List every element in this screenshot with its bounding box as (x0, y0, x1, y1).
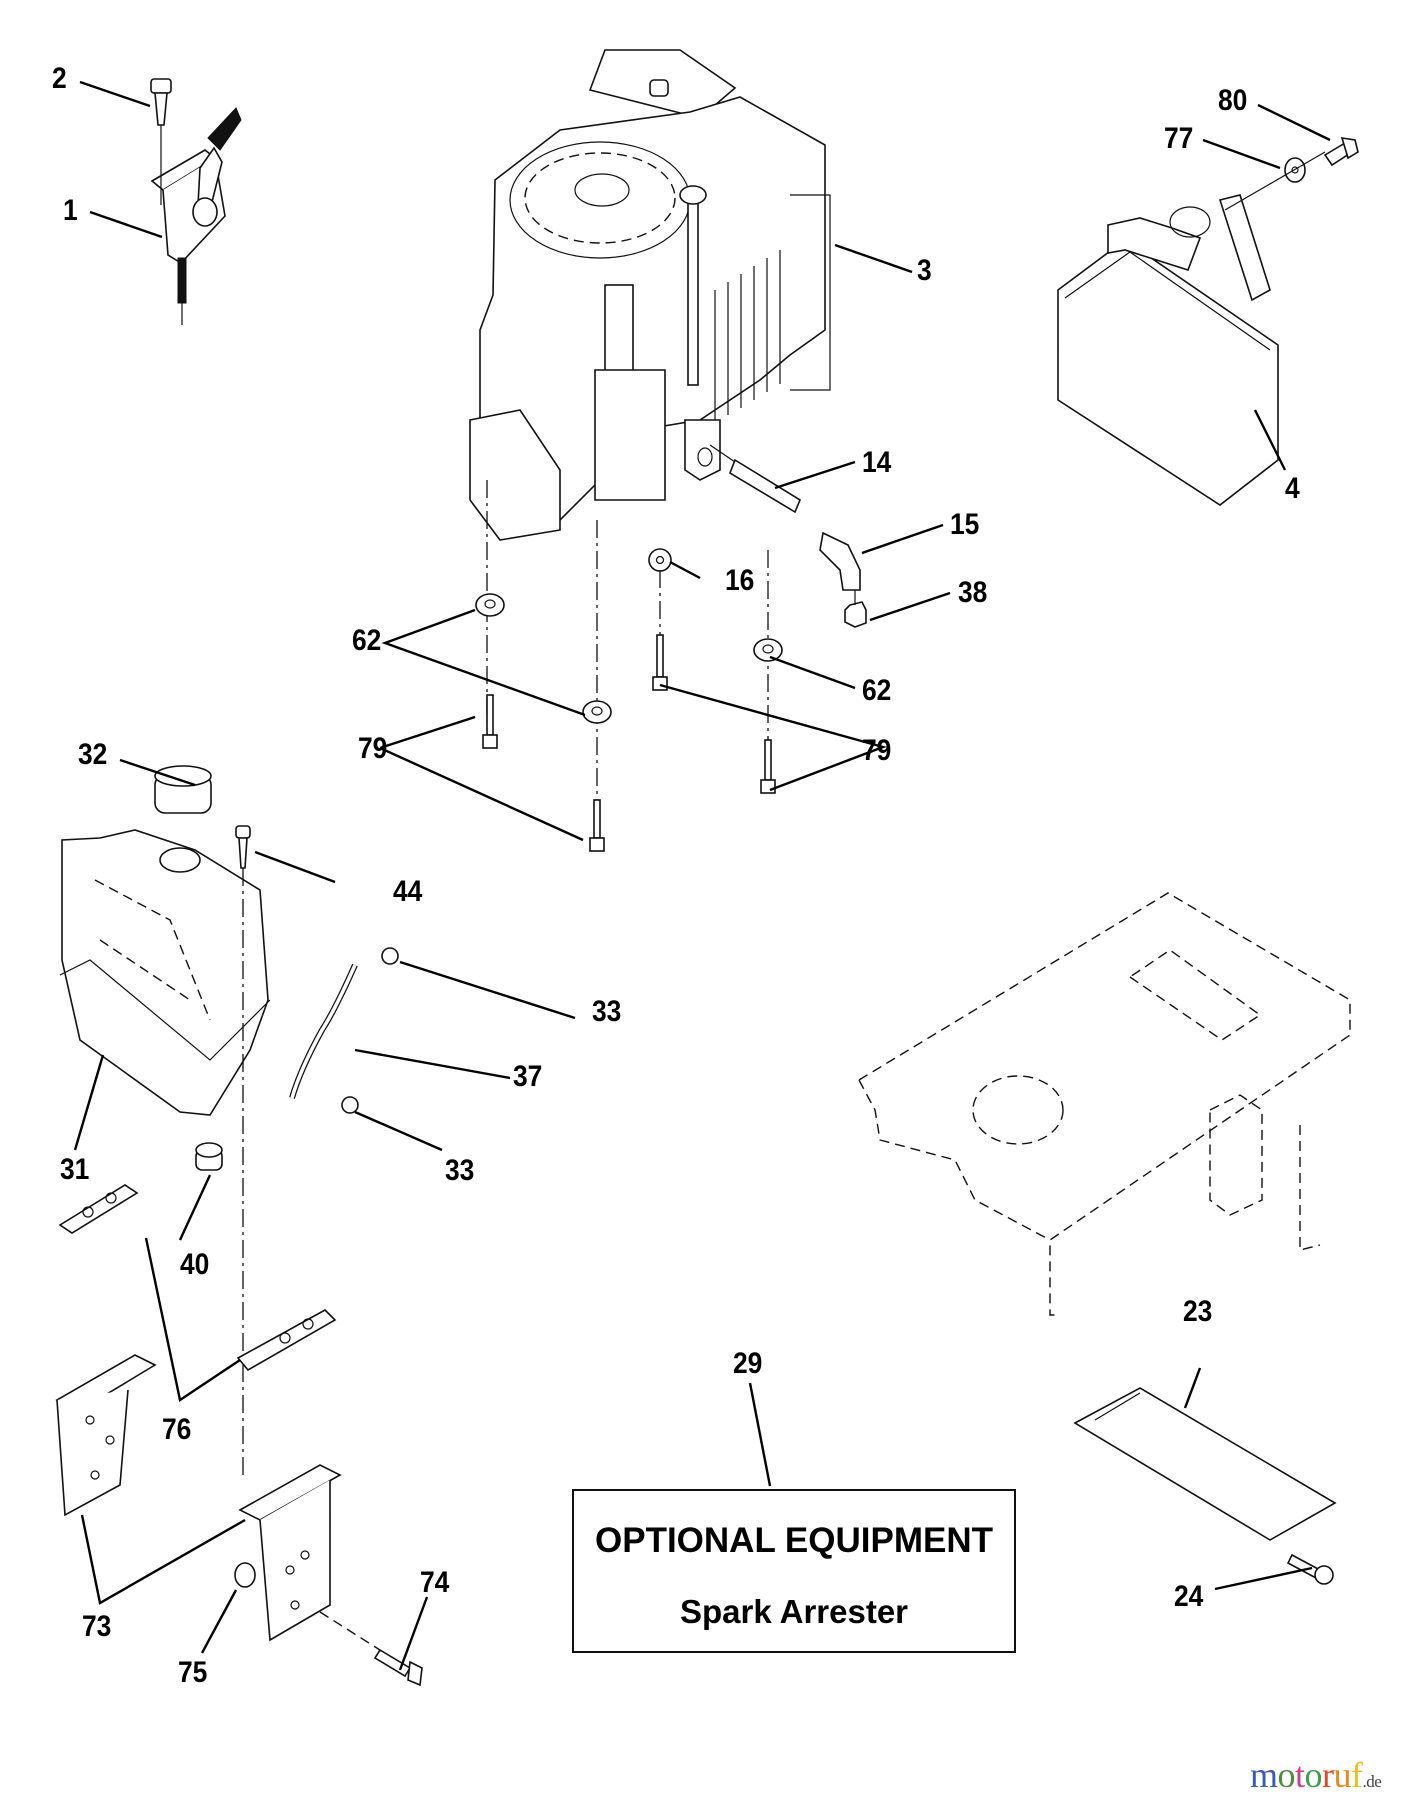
callout-4: 4 (1285, 472, 1300, 505)
callout-33-bottom: 33 (445, 1154, 475, 1187)
throttle-control-part (150, 107, 242, 325)
strap-part (58, 1184, 337, 1372)
callout-80: 80 (1218, 84, 1248, 117)
callout-74: 74 (420, 1566, 450, 1599)
callout-73: 73 (82, 1610, 112, 1643)
note-subtitle: Spark Arrester (679, 1593, 909, 1630)
fuel-cap-part (154, 765, 212, 814)
bolt-79-part (482, 634, 776, 852)
callout-38: 38 (958, 576, 988, 609)
callout-77: 77 (1164, 122, 1194, 155)
screw-24-part (1286, 1553, 1334, 1585)
watermark-letter: o (1304, 1755, 1323, 1795)
fuel-tank-part (59, 829, 271, 1116)
washer-62-part (475, 593, 783, 724)
callout-3: 3 (917, 254, 932, 287)
note-title: OPTIONAL EQUIPMENT (595, 1521, 993, 1560)
leader-lines (73, 80, 1331, 1671)
lock-washer-part (648, 548, 672, 572)
callout-31: 31 (60, 1153, 90, 1186)
frame-reference (858, 892, 1351, 1316)
callout-37: 37 (513, 1060, 543, 1093)
screw-44-part (235, 825, 251, 1480)
callout-29: 29 (733, 1347, 763, 1380)
callout-75: 75 (178, 1656, 208, 1689)
watermark-letter: o (1277, 1755, 1296, 1795)
watermark-letter: m (1250, 1755, 1278, 1795)
callout-16: 16 (725, 564, 755, 597)
callout-62-right: 62 (862, 674, 892, 707)
engine-part (469, 49, 831, 541)
watermark-letter: r (1322, 1755, 1334, 1795)
callout-32: 32 (78, 738, 108, 771)
hose-clamp-part (341, 947, 399, 1114)
callout-79-left: 79 (358, 732, 388, 765)
fuel-line-part (289, 963, 358, 1099)
watermark-suffix: .de (1362, 1772, 1382, 1791)
callout-44: 44 (393, 875, 423, 908)
bolt-80-part (1224, 137, 1359, 211)
callout-23: 23 (1183, 1295, 1213, 1328)
spacer-part (195, 1142, 223, 1171)
nut-38-part (844, 590, 867, 628)
callout-76: 76 (162, 1413, 192, 1446)
watermark-letter: f (1351, 1755, 1363, 1795)
callout-62-left: 62 (352, 624, 382, 657)
muffler-part (1057, 194, 1279, 506)
callout-15: 15 (950, 508, 980, 541)
heat-shield-part (1073, 1387, 1337, 1541)
pipe-nipple-part (709, 444, 802, 514)
optional-equipment-note: OPTIONAL EQUIPMENT Spark Arrester (572, 1489, 1016, 1653)
callout-40: 40 (180, 1248, 210, 1281)
motoruf-watermark: motoruf.de (1250, 1754, 1382, 1796)
elbow-fitting-part (819, 531, 861, 591)
callout-14: 14 (862, 446, 892, 479)
callout-2: 2 (52, 62, 67, 95)
nut-75-part (234, 1562, 256, 1588)
callout-24: 24 (1174, 1580, 1204, 1613)
callout-79-right: 79 (862, 734, 892, 767)
callout-33-top: 33 (592, 995, 622, 1028)
throttle-screw-part (150, 78, 172, 205)
watermark-letter: u (1333, 1755, 1352, 1795)
tank-bracket-part (55, 1354, 342, 1642)
callout-1: 1 (63, 194, 78, 227)
watermark-letter: t (1295, 1755, 1305, 1795)
